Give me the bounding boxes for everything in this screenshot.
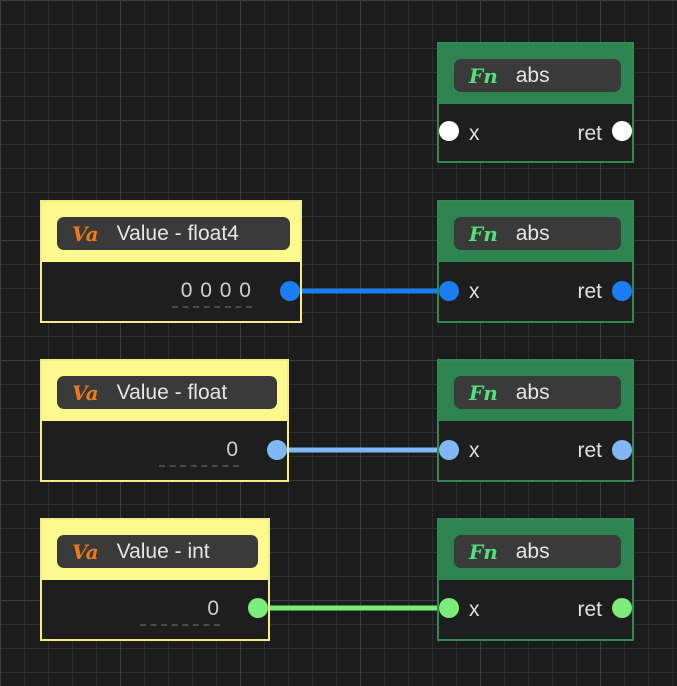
node-title: Value - int (116, 539, 210, 563)
input-pin-label: x (469, 280, 480, 303)
node-header[interactable]: Va Value - int (42, 520, 268, 580)
node-title-pill: Va Value - int (57, 535, 258, 568)
node-body: 0 0 0 0 (42, 262, 300, 321)
value-float4-node[interactable]: Va Value - float4 0 0 0 0 (40, 200, 302, 323)
value-underline (159, 465, 239, 467)
output-port-value[interactable] (267, 440, 287, 460)
node-title: Value - float (116, 380, 228, 404)
node-header[interactable]: Fn abs (439, 361, 632, 421)
value-underline (172, 306, 252, 308)
abs-function-node[interactable]: Fn abs x ret (437, 518, 634, 641)
value-glyph-icon: Va (72, 380, 99, 405)
output-pin-label: ret (577, 280, 602, 303)
value-field[interactable]: 0 0 0 0 (180, 279, 252, 302)
value-glyph-icon: Va (72, 221, 99, 246)
abs-function-node[interactable]: Fn abs x ret (437, 200, 634, 323)
node-title: abs (515, 221, 550, 245)
value-int-node[interactable]: Va Value - int 0 (40, 518, 270, 641)
value-glyph-icon: Va (72, 539, 99, 564)
function-glyph-icon: Fn (469, 221, 498, 246)
output-pin-label: ret (577, 598, 602, 621)
node-title-pill: Fn abs (454, 217, 621, 250)
value-float-node[interactable]: Va Value - float 0 (40, 359, 289, 482)
node-body: x ret (439, 421, 632, 480)
node-body: x ret (439, 104, 632, 161)
input-port-x[interactable] (439, 598, 459, 618)
value-field[interactable]: 0 (226, 438, 239, 461)
output-port-ret[interactable] (612, 121, 632, 141)
input-port-x[interactable] (439, 440, 459, 460)
input-port-x[interactable] (439, 281, 459, 301)
node-header[interactable]: Va Value - float4 (42, 202, 300, 262)
node-body: 0 (42, 421, 287, 480)
node-body: x ret (439, 580, 632, 639)
node-header[interactable]: Fn abs (439, 44, 632, 104)
output-port-ret[interactable] (612, 281, 632, 301)
function-glyph-icon: Fn (469, 539, 498, 564)
input-pin-label: x (469, 598, 480, 621)
output-pin-label: ret (577, 439, 602, 462)
value-underline (140, 624, 220, 626)
node-body: 0 (42, 580, 268, 639)
function-glyph-icon: Fn (469, 380, 498, 405)
node-title: abs (515, 380, 550, 404)
node-title-pill: Va Value - float (57, 376, 277, 409)
output-port-ret[interactable] (612, 440, 632, 460)
node-title-pill: Fn abs (454, 376, 621, 409)
output-port-value[interactable] (248, 598, 268, 618)
node-header[interactable]: Fn abs (439, 202, 632, 262)
node-title: Value - float4 (116, 221, 239, 245)
input-port-x[interactable] (439, 121, 459, 141)
node-header[interactable]: Fn abs (439, 520, 632, 580)
node-title-pill: Va Value - float4 (57, 217, 290, 250)
input-pin-label: x (469, 439, 480, 462)
function-glyph-icon: Fn (469, 63, 498, 88)
node-title-pill: Fn abs (454, 535, 621, 568)
node-header[interactable]: Va Value - float (42, 361, 287, 421)
input-pin-label: x (469, 122, 480, 145)
node-title-pill: Fn abs (454, 59, 621, 92)
abs-function-node[interactable]: Fn abs x ret (437, 42, 634, 163)
value-field[interactable]: 0 (207, 597, 220, 620)
node-title: abs (515, 539, 550, 563)
output-pin-label: ret (577, 122, 602, 145)
abs-function-node[interactable]: Fn abs x ret (437, 359, 634, 482)
node-title: abs (515, 63, 550, 87)
output-port-value[interactable] (280, 281, 300, 301)
output-port-ret[interactable] (612, 598, 632, 618)
node-body: x ret (439, 262, 632, 321)
